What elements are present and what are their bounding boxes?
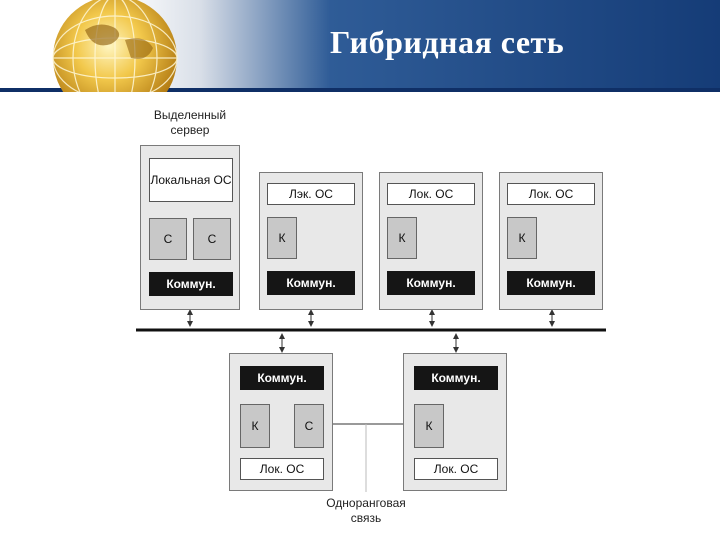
peer-label-line1: Одноранговая	[326, 496, 406, 510]
workstation-3-proc: К	[507, 217, 537, 259]
peer-label-line2: связь	[350, 511, 382, 525]
peer-node-2-os: Лок. ОС	[414, 458, 498, 480]
workstation-3: Лок. ОС К Коммун.	[499, 172, 603, 310]
slide-title: Гибридная сеть	[330, 24, 565, 60]
workstation-1-comm: Коммун.	[267, 271, 355, 295]
server-label-line1: Выделенный	[153, 108, 227, 122]
peer-node-1: Коммун. К С Лок. ОС	[229, 353, 333, 491]
workstation-1: Лэк. ОС К Коммун.	[259, 172, 363, 310]
server-label-line2: сервер	[170, 123, 210, 137]
workstation-2-comm: Коммун.	[387, 271, 475, 295]
workstation-2-os: Лок. ОС	[387, 183, 475, 205]
header-divider	[0, 88, 720, 92]
workstation-2: Лок. ОС К Коммун.	[379, 172, 483, 310]
peer-node-2: Коммун. К Лок. ОС	[403, 353, 507, 491]
workstation-3-os: Лок. ОС	[507, 183, 595, 205]
workstation-1-proc: К	[267, 217, 297, 259]
peer-node-1-os: Лок. ОС	[240, 458, 324, 480]
workstation-2-proc: К	[387, 217, 417, 259]
peer-node-2-proc-1: К	[414, 404, 444, 448]
globe-icon	[52, 0, 178, 92]
server-proc-2: С	[193, 218, 231, 260]
workstation-1-os: Лэк. ОС	[267, 183, 355, 205]
server-label: Выделенный сервер	[140, 108, 240, 138]
peer-link-label: Одноранговая связь	[306, 496, 426, 526]
server-comm: Коммун.	[149, 272, 233, 296]
peer-node-1-comm: Коммун.	[240, 366, 324, 390]
dedicated-server: Локальная ОС С С Коммун.	[140, 145, 240, 310]
server-os: Локальная ОС	[149, 158, 233, 202]
peer-node-1-proc-2: С	[294, 404, 324, 448]
workstation-3-comm: Коммун.	[507, 271, 595, 295]
peer-node-1-proc-1: К	[240, 404, 270, 448]
server-proc-1: С	[149, 218, 187, 260]
peer-node-2-comm: Коммун.	[414, 366, 498, 390]
